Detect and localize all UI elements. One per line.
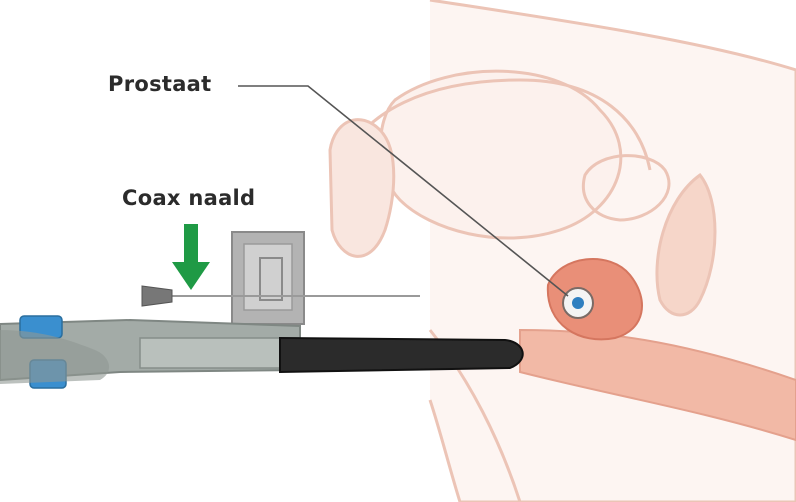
needle-guide: [232, 232, 304, 324]
green-down-arrow-icon: [172, 224, 210, 290]
probe-tip: [280, 338, 523, 372]
prostate-label: Prostaat: [108, 72, 212, 96]
pubic-bone: [330, 120, 394, 257]
pelvic-anatomy: [330, 0, 796, 502]
coax-needle-label: Coax naald: [122, 186, 255, 210]
